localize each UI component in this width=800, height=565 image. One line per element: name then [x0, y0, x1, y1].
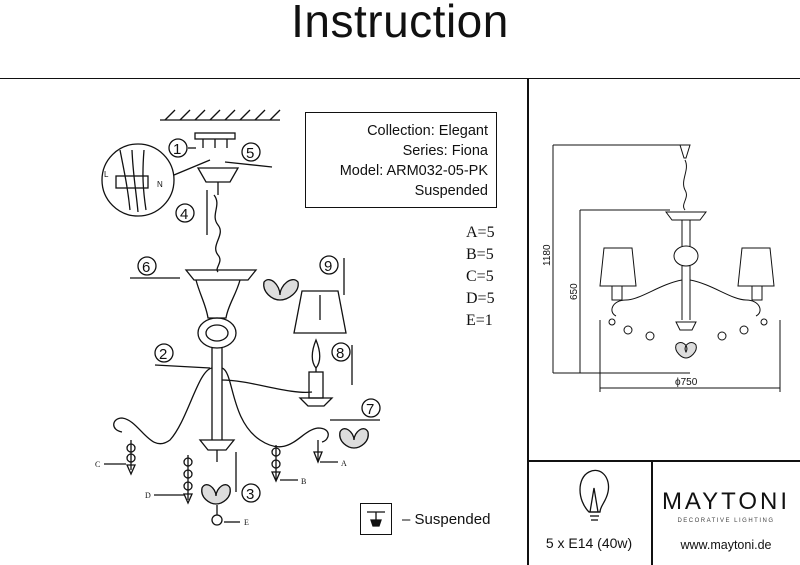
step-7: 7 [366, 401, 374, 418]
count-e: E=1 [466, 312, 493, 329]
dimension-drawing: 1180 650 ϕ750 [542, 144, 781, 392]
step-9: 9 [324, 258, 332, 275]
parts-count-list: A=5 B=5 C=5 D=5 E=1 [466, 222, 495, 332]
dim-height-body: 650 [569, 283, 580, 300]
step-4: 4 [180, 206, 188, 223]
dim-diameter: ϕ750 [675, 377, 698, 388]
part-label-c: C [95, 460, 100, 469]
panel-divider-horizontal [527, 460, 800, 462]
count-b: B=5 [466, 246, 494, 263]
step-3: 3 [246, 486, 254, 503]
page-title: Instruction [291, 0, 509, 47]
wire-label-l: L [104, 170, 109, 179]
step-5: 5 [246, 145, 254, 162]
part-label-b: B [301, 477, 306, 486]
step-6: 6 [142, 259, 150, 276]
wire-label-n: N [157, 180, 163, 189]
brand-logo: MAYTONI [661, 488, 791, 515]
step-markers: 1 2 3 4 5 6 7 8 9 [130, 138, 381, 503]
collection-text: Collection: Elegant [367, 123, 488, 139]
mounting-bracket [194, 132, 236, 148]
type-text: Suspended [414, 183, 488, 199]
lampshade [293, 290, 347, 334]
part-label-d: D [145, 491, 151, 500]
part-letters: A B C D E [95, 459, 347, 527]
product-info-box: Collection: Elegant Series: Fiona Model:… [305, 112, 497, 208]
step-1: 1 [173, 141, 181, 158]
part-label-e: E [244, 518, 249, 527]
panel-divider-vertical [527, 78, 529, 565]
suspended-symbol-box [360, 503, 392, 535]
step-2: 2 [159, 346, 167, 363]
count-d: D=5 [466, 290, 495, 307]
series-text: Series: Fiona [402, 143, 488, 159]
suspended-label: – Suspended [402, 511, 491, 528]
wiring-detail: L N [101, 143, 211, 217]
bulb-spec: 5 x E14 (40w) [545, 535, 633, 551]
candle-socket [298, 338, 334, 407]
canopy [196, 167, 240, 273]
count-a: A=5 [466, 224, 495, 241]
chandelier-body [184, 269, 258, 462]
count-c: C=5 [466, 268, 494, 285]
website-link[interactable]: www.maytoni.de [680, 538, 772, 552]
butterfly-icon [201, 279, 369, 505]
model-text: Model: ARM032-05-PK [339, 163, 488, 179]
bulb-icon [579, 469, 610, 521]
ceiling-hatch [160, 109, 281, 121]
suspended-icon [367, 511, 385, 527]
dim-height-total: 1180 [542, 244, 553, 266]
part-label-a: A [341, 459, 347, 468]
brand-tagline: DECORATIVE LIGHTING [677, 518, 775, 524]
instruction-frame [0, 78, 800, 565]
step-8: 8 [336, 345, 344, 362]
footer-divider [651, 460, 653, 565]
crystal-pendants [125, 440, 323, 526]
chandelier-arms [113, 367, 329, 448]
